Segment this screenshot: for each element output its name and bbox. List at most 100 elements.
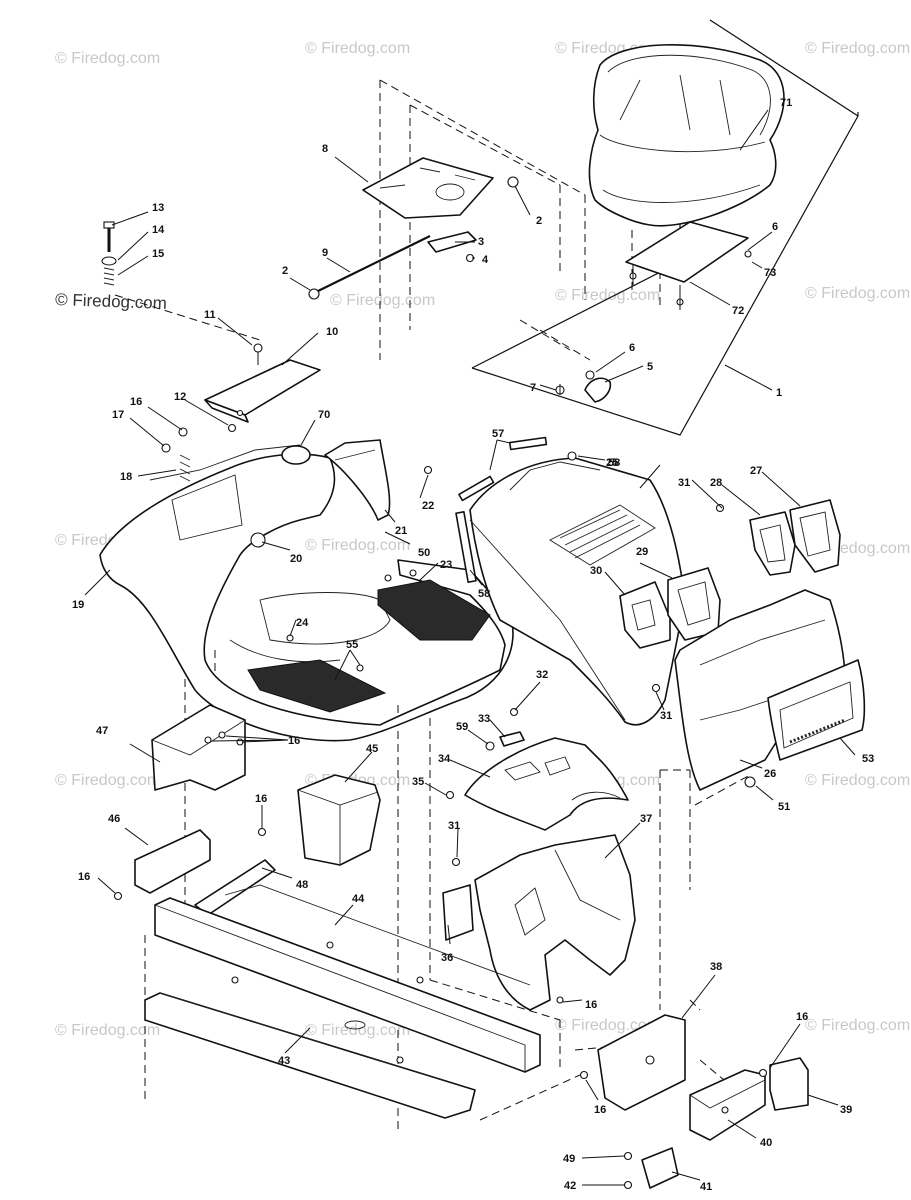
floor-mat-24: [247, 659, 387, 713]
spring-18: [179, 454, 191, 482]
screw-32: [509, 707, 519, 717]
callout-53: 53: [862, 753, 874, 765]
callout-37: 37: [640, 813, 652, 825]
console-tunnel: [474, 834, 636, 1011]
callout-32: 32: [536, 669, 548, 681]
callout-1: 1: [776, 387, 782, 399]
grille: [767, 659, 866, 761]
callout-16: 16: [288, 735, 300, 747]
bolt-42: [623, 1180, 633, 1190]
callout-16: 16: [594, 1104, 606, 1116]
callout-31: 31: [678, 477, 690, 489]
watermark: © Firedog.com: [305, 40, 410, 57]
cap-surround: [324, 439, 391, 521]
callout-15: 15: [152, 248, 164, 260]
fuel-cap: [281, 445, 311, 465]
watermark: © Firedog.com: [805, 285, 910, 302]
callout-16: 16: [255, 793, 267, 805]
seat: [588, 44, 785, 227]
battery-box: [297, 774, 381, 866]
callout-43: 43: [278, 1055, 290, 1067]
callout-42: 42: [564, 1180, 576, 1192]
callout-40: 40: [760, 1137, 772, 1149]
callout-58: 58: [478, 588, 490, 600]
bracket-3: [427, 231, 477, 253]
screw-31c: [451, 857, 461, 867]
dash-panel: [464, 737, 629, 831]
callout-28: 28: [710, 477, 722, 489]
callout-14: 14: [152, 224, 165, 236]
washer-2b: [308, 288, 320, 300]
callout-31: 31: [660, 710, 672, 722]
callouts: 1 2 2 3 4 5 6 6 7 8 9 10 11 12 13 14 15 …: [72, 97, 874, 1193]
washer-2: [507, 176, 519, 188]
nut-51: [744, 776, 756, 788]
callout-57: 57: [492, 428, 504, 440]
callout-16: 16: [78, 871, 90, 883]
hood-shroud: [469, 457, 686, 726]
callout-25: 25: [606, 457, 618, 469]
bracket-40: [689, 1068, 768, 1141]
lens-28: [749, 511, 796, 576]
callout-70: 70: [318, 409, 330, 421]
bracket-46: [134, 829, 211, 894]
callout-33: 33: [478, 713, 490, 725]
frame-rail-43: [144, 976, 476, 1119]
callout-41: 41: [700, 1181, 712, 1193]
callout-59: 59: [456, 721, 468, 733]
seat-plate: [625, 221, 752, 310]
callout-26: 26: [764, 768, 776, 780]
callout-2: 2: [536, 215, 542, 227]
bolt-16b: [257, 827, 267, 837]
callout-21: 21: [395, 525, 407, 537]
callout-50: 50: [418, 547, 430, 559]
callout-45: 45: [366, 743, 378, 755]
callout-16: 16: [796, 1011, 808, 1023]
callout-51: 51: [778, 801, 790, 813]
callout-6: 6: [629, 342, 635, 354]
watermark: © Firedog.com: [55, 1022, 160, 1039]
screw-31b: [651, 683, 661, 693]
callout-36: 36: [441, 952, 453, 964]
lens-27: [789, 499, 841, 573]
callout-31: 31: [448, 820, 460, 832]
callout-23: 23: [440, 559, 452, 571]
clip-58: [567, 451, 577, 461]
floor-mat-23: [377, 579, 491, 641]
callout-73: 73: [764, 267, 776, 279]
callout-7: 7: [530, 382, 536, 394]
callout-46: 46: [108, 813, 120, 825]
watermark: © Firedog.com: [805, 772, 910, 789]
callout-17: 17: [112, 409, 124, 421]
callout-3: 3: [478, 236, 484, 248]
callout-19: 19: [72, 599, 84, 611]
callout-18: 18: [120, 471, 132, 483]
callout-13: 13: [152, 202, 164, 214]
bracket-47: [151, 704, 246, 791]
rod-9: [315, 235, 431, 293]
watermark: © Firedog.com: [555, 1017, 660, 1034]
watermark: © Firedog.com: [805, 40, 910, 57]
callout-4: 4: [482, 254, 489, 266]
callout-55: 55: [346, 639, 358, 651]
battery-bracket: [204, 343, 321, 433]
bracket-39: [769, 1057, 809, 1111]
callout-47: 47: [96, 725, 108, 737]
bracket-38: [579, 1014, 686, 1111]
frame-rail: [154, 884, 541, 1073]
watermark: © Firedog.com: [55, 772, 160, 789]
callout-12: 12: [174, 391, 186, 403]
callout-30: 30: [590, 565, 602, 577]
callout-39: 39: [840, 1104, 852, 1116]
callout-44: 44: [352, 893, 365, 905]
callout-71: 71: [780, 97, 792, 109]
watermark: © Firedog.com: [555, 287, 660, 304]
callout-16: 16: [585, 999, 597, 1011]
watermark: © Firedog.com: [805, 1017, 910, 1034]
callout-34: 34: [438, 753, 451, 765]
strip-57b: [458, 475, 495, 502]
callout-2: 2: [282, 265, 288, 277]
callout-10: 10: [326, 326, 338, 338]
seat-pan: [362, 157, 494, 219]
